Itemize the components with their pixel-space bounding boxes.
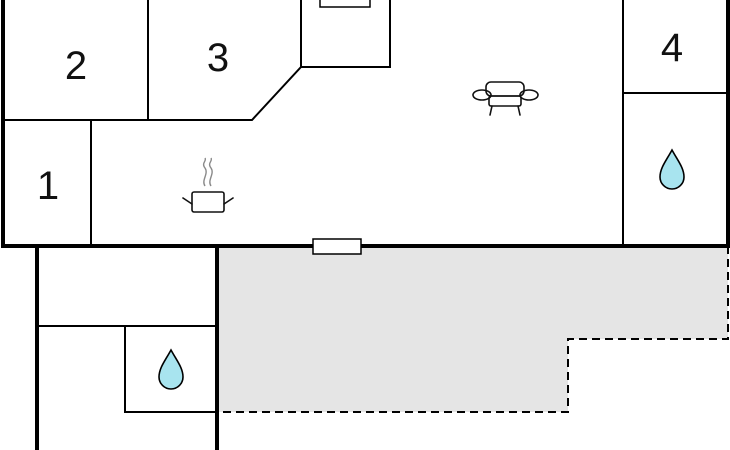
wall-annex-bathroom [124,326,217,413]
room-label-1: 1 [37,164,59,208]
cooking-pot-icon [182,157,234,213]
main-house-outer-wall [1,0,730,248]
room-label-4: 4 [661,26,683,70]
water-drop-icon [659,148,685,190]
room-label-3: 3 [207,36,229,80]
terrace-outline [217,246,729,413]
water-drop-icon [158,348,184,390]
sofa-icon [472,81,539,116]
window-bottom [312,238,362,255]
window-top [319,0,371,8]
room-label-2: 2 [65,44,87,88]
terrace-area [217,246,728,412]
wall-room3-angled [148,0,391,121]
